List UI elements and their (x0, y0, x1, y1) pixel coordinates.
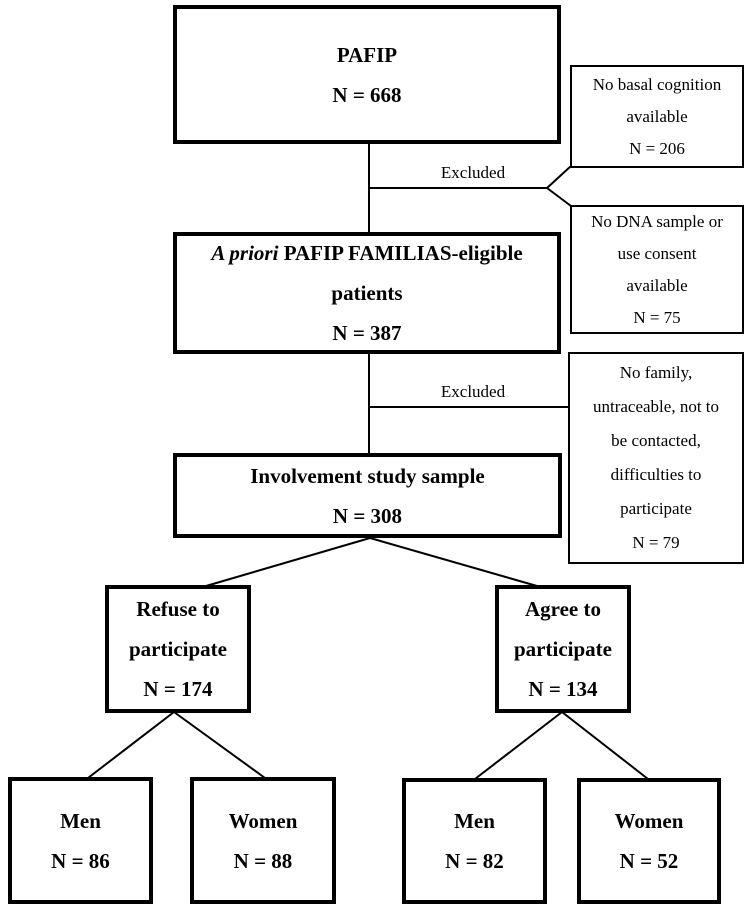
refuse-women-count: N = 88 (233, 848, 293, 873)
no-dna-line1: No DNA sample or (591, 211, 723, 231)
connector-agree-to-men (474, 711, 563, 780)
no-dna-line3: available (626, 275, 688, 295)
agree-women-title: Women (614, 809, 684, 833)
connector-involvement-to-agree (369, 537, 538, 587)
box-involvement-sample: Involvement study sample N = 308 (173, 453, 562, 538)
refuse-men-title: Men (60, 808, 101, 833)
eligible-title-line2: patients (331, 281, 403, 305)
box-agree-men: Men N = 82 (402, 778, 547, 904)
no-basal-count: N = 206 (629, 138, 685, 158)
box-pafip: PAFIP N = 668 (173, 5, 561, 144)
box-eligible-patients: A priori PAFIP FAMILIAS-eligible patient… (173, 232, 561, 354)
box-refuse-women: Women N = 88 (190, 777, 336, 904)
involvement-title: Involvement study sample (250, 463, 485, 488)
no-family-line3: be contacted, (611, 431, 701, 450)
no-basal-line1: No basal cognition (592, 74, 722, 94)
agree-count: N = 134 (528, 677, 598, 701)
involvement-count: N = 308 (332, 503, 403, 528)
no-family-line4: difficulties to (610, 465, 702, 484)
connector-refuse-to-men (87, 711, 175, 779)
agree-women-count: N = 52 (619, 849, 679, 873)
agree-title-line1: Agree to (525, 597, 601, 621)
refuse-men-count: N = 86 (51, 848, 110, 873)
connector-refuse-to-women (173, 711, 266, 779)
refuse-title-line2: participate (129, 637, 227, 661)
excluded-label-2: Excluded (440, 382, 506, 401)
box-agree-women: Women N = 52 (577, 778, 721, 904)
eligible-title-italic: A priori (211, 241, 279, 265)
agree-men-title: Men (454, 809, 495, 833)
connector-involvement-to-refuse (205, 537, 371, 587)
agree-title-line2: participate (514, 637, 612, 661)
box-refuse-men: Men N = 86 (8, 777, 153, 904)
excluded-label-1: Excluded (440, 163, 506, 182)
connector-agree-to-women (561, 711, 649, 780)
refuse-count: N = 174 (143, 677, 213, 701)
connector-fork-down (546, 187, 572, 207)
eligible-title-line: A priori PAFIP FAMILIAS-eligible (211, 233, 522, 273)
pafip-count: N = 668 (332, 82, 402, 107)
no-dna-line2: use consent (617, 243, 697, 263)
box-excluded-no-basal-cognition: No basal cognition available N = 206 (570, 65, 744, 168)
no-basal-line2: available (626, 106, 688, 126)
refuse-title-line1: Refuse to (136, 597, 220, 621)
box-agree-participate: Agree to participate N = 134 (495, 585, 631, 713)
eligible-title-rest: PAFIP FAMILIAS-eligible (278, 241, 523, 265)
no-family-line2: untraceable, not to (592, 397, 720, 416)
connector-fork-up (546, 165, 572, 189)
box-refuse-participate: Refuse to participate N = 174 (105, 585, 251, 713)
no-family-count: N = 79 (632, 533, 680, 552)
refuse-women-title: Women (228, 808, 298, 833)
pafip-title: PAFIP (336, 42, 398, 67)
box-excluded-no-dna-sample: No DNA sample or use consent available N… (570, 205, 744, 334)
box-excluded-no-family: No family, untraceable, not to be contac… (568, 352, 744, 564)
eligible-count: N = 387 (332, 321, 402, 345)
no-family-line1: No family, (619, 363, 693, 382)
no-family-line5: participate (620, 499, 692, 518)
agree-men-count: N = 82 (445, 849, 504, 873)
no-dna-count: N = 75 (633, 307, 681, 327)
